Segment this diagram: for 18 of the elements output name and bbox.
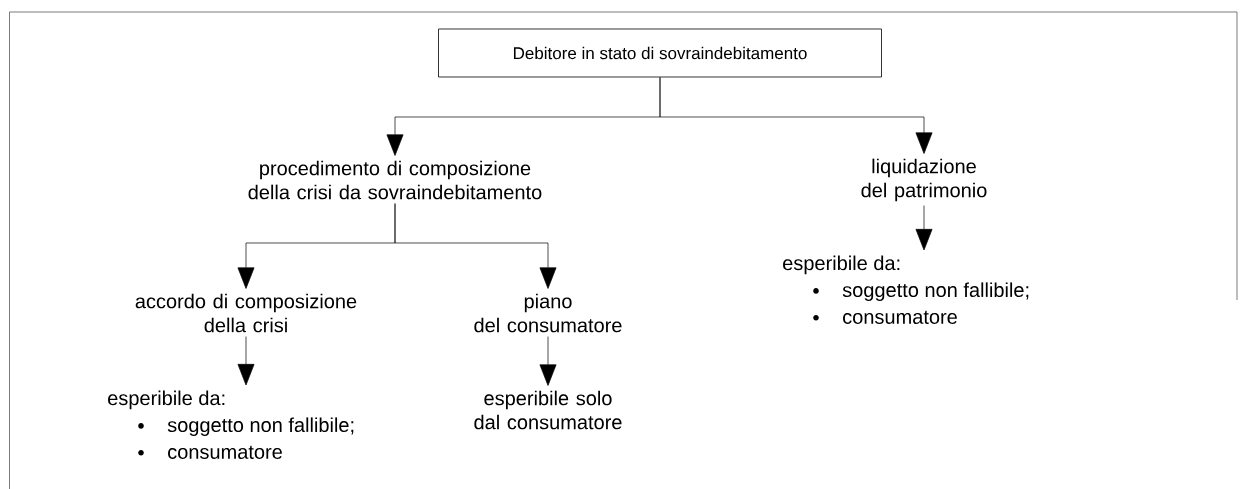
list-heading: esperibile da: bbox=[783, 255, 900, 275]
list-heading: esperibile da: bbox=[108, 390, 225, 410]
list-item: soggetto non fallibile; bbox=[842, 282, 1029, 302]
node-text: procedimento di composizione della crisi da sovraindebitamento bbox=[248, 160, 542, 200]
title-box bbox=[438, 28, 882, 78]
list-item: consumatore bbox=[168, 445, 282, 459]
node-text: piano del consumatore bbox=[474, 293, 622, 333]
arrow bbox=[539, 336, 557, 386]
arrow bbox=[915, 205, 933, 251]
list-item: consumatore bbox=[843, 310, 957, 324]
node-text: accordo di composizione della crisi bbox=[135, 293, 357, 333]
node-text: esperibile solo dal consumatore bbox=[474, 390, 622, 430]
arrow bbox=[237, 336, 255, 386]
node-text: Debitore in stato di sovraindebitamento bbox=[514, 46, 807, 60]
arrow bbox=[394, 203, 557, 289]
list-item: soggetto non fallibile; bbox=[167, 417, 354, 437]
node-text: liquidazione del patrimonio bbox=[861, 158, 987, 202]
arrow bbox=[659, 77, 933, 154]
